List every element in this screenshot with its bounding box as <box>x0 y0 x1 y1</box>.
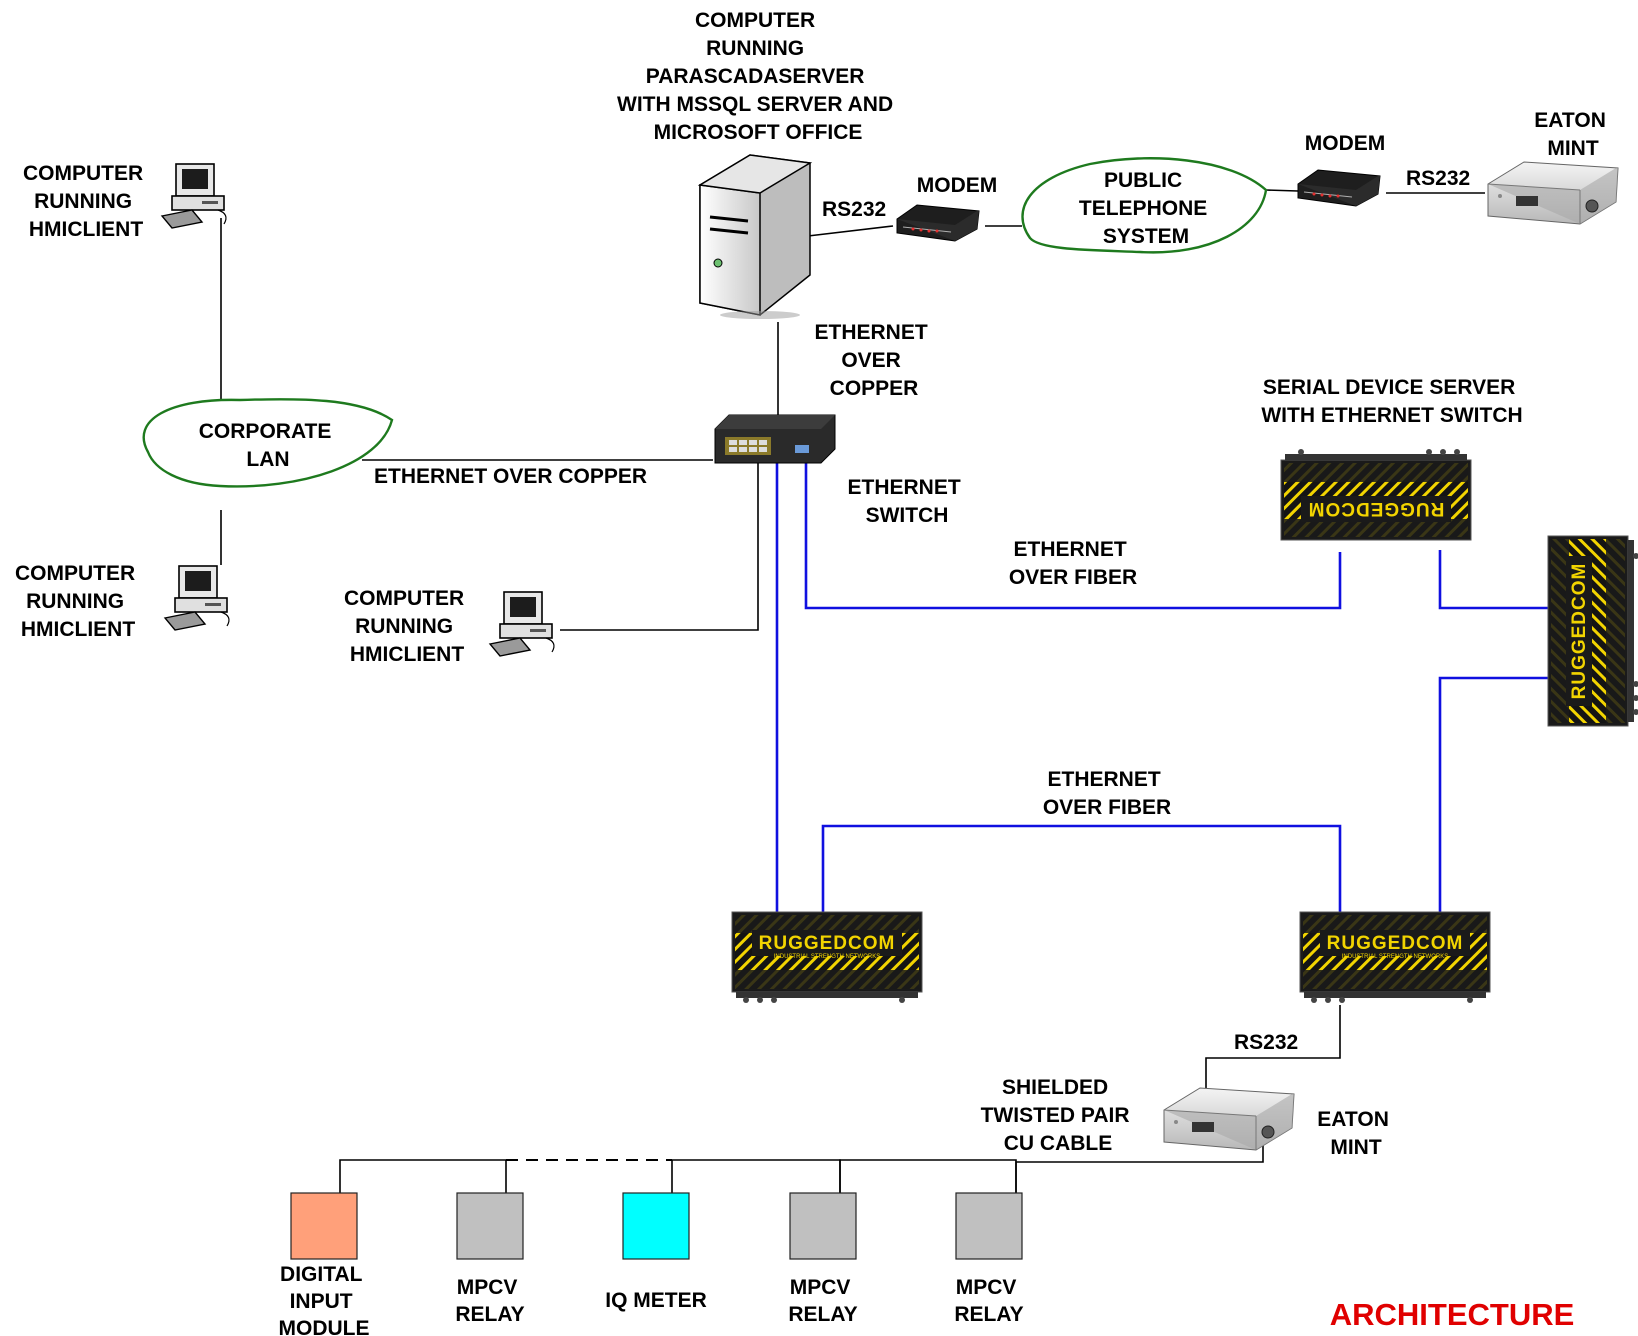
svg-text:INDUSTRIAL STRENGTH NETWORKS: INDUSTRIAL STRENGTH NETWORKS <box>1342 954 1448 960</box>
hmi-bottom-left-label: COMPUTER RUNNING HMICLIENT <box>15 562 141 641</box>
corporate-lan-cloud <box>142 397 394 488</box>
iq-meter-box <box>622 1192 690 1260</box>
ruggedcom-vertical-icon: RUGGEDCOM <box>1547 535 1638 727</box>
server-tower-icon <box>697 154 813 319</box>
ruggedcom-lower-right-icon: RUGGEDCOM INDUSTRIAL STRENGTH NETWORKS <box>1299 911 1491 1004</box>
ethernet-over-fiber-lower-label: ETHERNET OVER FIBER <box>1043 768 1171 819</box>
telephone-system-label: PUBLIC TELEPHONE SYSTEM <box>1079 169 1213 248</box>
svg-text:RUGGEDCOM: RUGGEDCOM <box>1569 563 1590 700</box>
ruggedcom-lower-left-icon: RUGGEDCOM INDUSTRIAL STRENGTH NETWORKS <box>731 911 923 1004</box>
hmi-computer-bottom-left-icon <box>164 565 230 631</box>
modem-left-icon <box>896 204 980 242</box>
svg-text:RUGGEDCOM: RUGGEDCOM <box>1327 933 1464 954</box>
eaton-mint-top-label: EATON MINT <box>1534 109 1611 160</box>
mpcv-relay-3-box <box>955 1192 1023 1260</box>
serial-device-server-icon: RUGGEDCOM <box>1280 448 1472 541</box>
ethernet-over-copper-vertical-label: ETHERNET OVER COPPER <box>814 321 933 400</box>
hmi-center-label: COMPUTER RUNNING HMICLIENT <box>344 587 470 666</box>
rs232-server-label: RS232 <box>822 198 886 221</box>
mpcv-relay-1-label: MPCV RELAY <box>455 1276 524 1326</box>
rs232-mint-top-label: RS232 <box>1406 167 1470 190</box>
mpcv-relay-3-label: MPCV RELAY <box>954 1276 1023 1326</box>
hmi-computer-center-icon <box>489 591 555 657</box>
eaton-mint-top-icon <box>1487 161 1619 225</box>
digital-input-module-box <box>290 1192 358 1260</box>
iq-meter-label: IQ METER <box>605 1289 707 1312</box>
svg-text:INDUSTRIAL STRENGTH NETWORKS: INDUSTRIAL STRENGTH NETWORKS <box>774 954 880 960</box>
mpcv-relay-2-label: MPCV RELAY <box>788 1276 857 1326</box>
modem-right-label: MODEM <box>1305 132 1386 155</box>
ethernet-switch-label: ETHERNET SWITCH <box>847 476 966 527</box>
eaton-mint-bottom-icon <box>1163 1087 1295 1151</box>
svg-text:RUGGEDCOM: RUGGEDCOM <box>1308 498 1445 519</box>
digital-input-module-label: DIGITAL INPUT MODULE <box>279 1263 370 1336</box>
server-label: COMPUTER RUNNING PARASCADASERVER WITH MS… <box>617 9 899 144</box>
svg-text:RUGGEDCOM: RUGGEDCOM <box>759 933 896 954</box>
mpcv-relay-1-box <box>456 1192 524 1260</box>
corporate-lan-label: CORPORATE LAN <box>199 420 337 471</box>
modem-right-icon <box>1297 169 1381 207</box>
hmi-top-left-label: COMPUTER RUNNING HMICLIENT <box>23 162 149 241</box>
telephone-system-cloud <box>1021 157 1268 254</box>
modem-left-label: MODEM <box>917 174 998 197</box>
serial-device-server-label: SERIAL DEVICE SERVER WITH ETHERNET SWITC… <box>1261 376 1522 427</box>
hmi-computer-top-left-icon <box>161 163 227 229</box>
ethernet-over-fiber-upper-label: ETHERNET OVER FIBER <box>1009 538 1137 589</box>
eaton-mint-bottom-label: EATON MINT <box>1317 1108 1394 1159</box>
architecture-title: ARCHITECTURE <box>1330 1297 1575 1332</box>
copper-wiring <box>220 189 1485 1193</box>
shielded-cable-label: SHIELDED TWISTED PAIR CU CABLE <box>981 1076 1136 1155</box>
mpcv-relay-2-box <box>789 1192 857 1260</box>
rs232-lower-label: RS232 <box>1234 1031 1298 1054</box>
fiber-wiring <box>775 463 1548 912</box>
ethernet-switch-icon <box>714 414 836 464</box>
ethernet-over-copper-horizontal-label: ETHERNET OVER COPPER <box>374 465 647 488</box>
